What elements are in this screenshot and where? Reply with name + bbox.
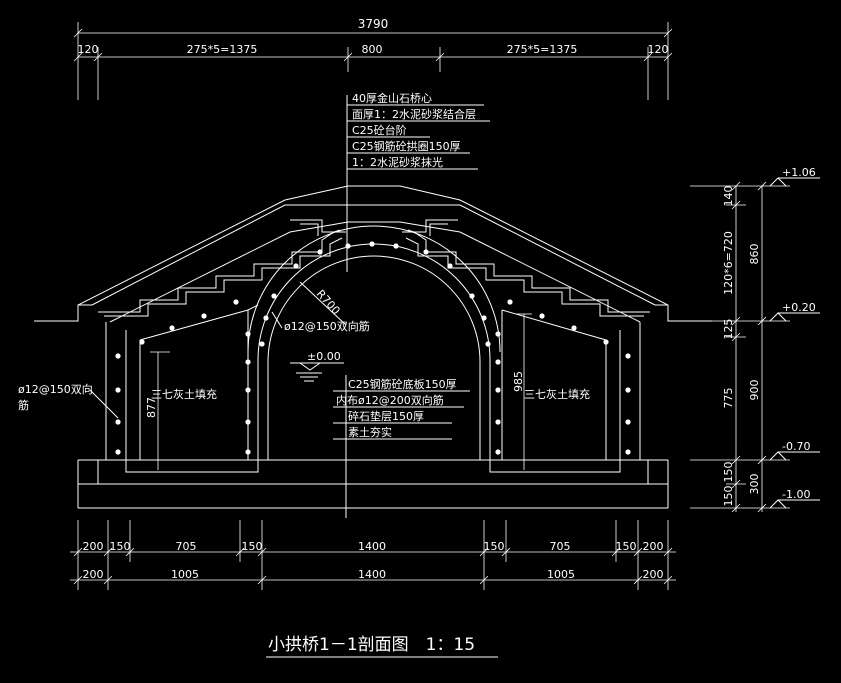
rdim-total-2: 900 (748, 380, 761, 401)
level-markers (769, 177, 820, 509)
structure-outline (77, 225, 669, 509)
bottom-dimension-lines (70, 520, 676, 590)
right-dimension-lines (690, 181, 790, 513)
radius-leader (271, 281, 347, 329)
side-rebar-label-1: ø12@150双向 (18, 382, 93, 396)
rdim-total-1: 860 (748, 244, 761, 265)
top-dimension-lines (73, 22, 673, 100)
fill-label-right: 三七灰土填充 (524, 387, 590, 401)
bdim-2-4: 1005 (547, 568, 575, 581)
bdim-1-2: 150 (110, 540, 131, 553)
side-rebar-label-2: 筋 (18, 398, 29, 412)
level-4: -1.00 (782, 488, 810, 501)
level-3: -0.70 (782, 440, 810, 453)
level-2: +0.20 (782, 301, 816, 314)
rebar-dots (115, 241, 631, 455)
bdim-2-3: 1400 (358, 568, 386, 581)
rdim-total-3: 300 (748, 474, 761, 495)
rdim-seg-2: 120*6=720 (722, 231, 735, 295)
dim-top-3: 800 (362, 43, 383, 56)
bdim-1-5: 1400 (358, 540, 386, 553)
rdim-seg-4: 775 (722, 388, 735, 409)
rdim-seg-3: 125 (722, 319, 735, 340)
rdim-seg-6: 150 (722, 486, 735, 507)
dim-top-4: 275*5=1375 (507, 43, 578, 56)
left-height-dim: 877 (145, 397, 158, 418)
drawing-title: 小拱桥1－1剖面图 1：15 (268, 635, 475, 655)
radius-label: R700 (314, 287, 343, 317)
step-lines (98, 219, 650, 323)
base-note-2: 内布ø12@200双向筋 (336, 393, 444, 407)
layer-note-1: 40厚金山石桥心 (352, 91, 432, 105)
rdim-seg-1: 140 (722, 186, 735, 207)
side-rebar-leader (89, 389, 119, 419)
base-note-3: 碎石垫层150厚 (348, 409, 424, 423)
layer-note-5: 1：2水泥砂浆抹光 (352, 155, 443, 169)
dim-top-2: 275*5=1375 (187, 43, 258, 56)
fill-label-left: 三七灰土填充 (151, 387, 217, 401)
inner-height-dims (150, 313, 532, 470)
bdim-2-1: 200 (83, 568, 104, 581)
bdim-1-6: 150 (484, 540, 505, 553)
rdim-seg-5: 150 (722, 462, 735, 483)
bdim-2-2: 1005 (171, 568, 199, 581)
bdim-1-4: 150 (242, 540, 263, 553)
dim-top-5: 120 (648, 43, 669, 56)
datum-symbol (290, 362, 344, 382)
layer-note-2: 面厚1：2水泥砂浆结合层 (352, 107, 476, 121)
bdim-1-8: 150 (616, 540, 637, 553)
right-height-dim: 985 (512, 371, 525, 392)
bridge-deck-outline (34, 185, 712, 322)
arch-rebar-label: ø12@150双向筋 (284, 319, 370, 333)
base-note-4: 素土夯实 (348, 425, 392, 439)
level-1: +1.06 (782, 166, 816, 179)
base-note-leader (333, 375, 470, 518)
layer-note-3: C25砼台阶 (352, 123, 407, 137)
datum-label: ±0.00 (307, 350, 341, 363)
dim-top-1: 120 (78, 43, 99, 56)
bdim-2-5: 200 (643, 568, 664, 581)
dim-overall-width: 3790 (358, 17, 389, 31)
bdim-1-9: 200 (643, 540, 664, 553)
layer-note-4: C25钢筋砼拱圈150厚 (352, 139, 461, 153)
bdim-1-3: 705 (176, 540, 197, 553)
base-note-1: C25钢筋砼底板150厚 (348, 377, 457, 391)
bdim-1-7: 705 (550, 540, 571, 553)
layer-note-leader (346, 95, 490, 272)
bdim-1-1: 200 (83, 540, 104, 553)
